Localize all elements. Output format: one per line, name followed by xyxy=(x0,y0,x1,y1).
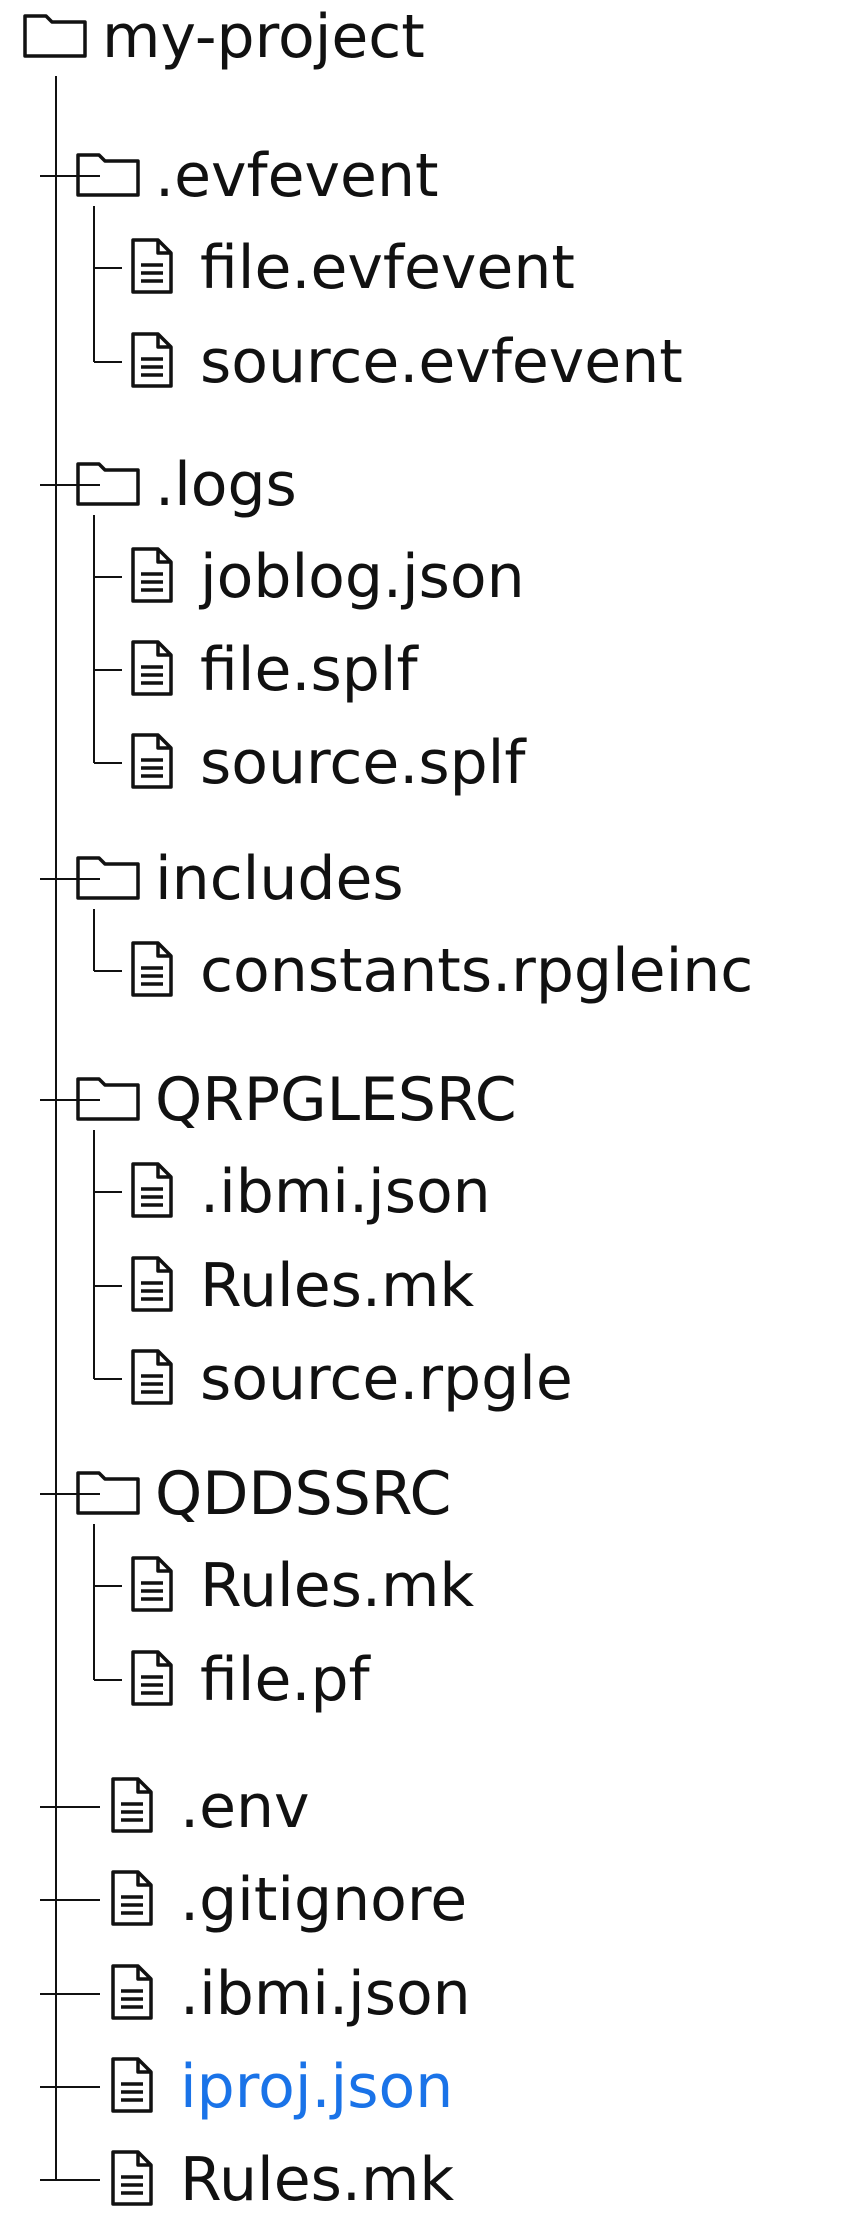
tree-connector-stub xyxy=(94,361,122,363)
tree-file[interactable]: .gitignore xyxy=(108,1860,467,1940)
file-name: Rules.mk xyxy=(200,1551,475,1621)
file-icon xyxy=(108,1869,156,1931)
file-name: .ibmi.json xyxy=(180,1959,471,2029)
tree-connector-stub xyxy=(40,1806,100,1808)
folder-icon xyxy=(75,150,141,202)
folder-name: .evfevent xyxy=(155,141,439,211)
tree-connector-stub xyxy=(40,484,100,486)
file-icon xyxy=(108,1963,156,2025)
file-name: file.splf xyxy=(200,635,418,705)
file-icon xyxy=(128,1161,176,1223)
file-icon xyxy=(108,2149,156,2211)
file-name: Rules.mk xyxy=(200,1251,475,1321)
file-name: .ibmi.json xyxy=(200,1157,491,1227)
tree-connector-trunk xyxy=(93,909,95,971)
tree-file[interactable]: Rules.mk xyxy=(108,2140,454,2220)
tree-file[interactable]: Rules.mk xyxy=(128,1246,474,1326)
tree-connector-stub xyxy=(94,970,122,972)
tree-connector-stub xyxy=(40,1899,100,1901)
folder-name: .logs xyxy=(155,450,297,520)
tree-file[interactable]: source.evfevent xyxy=(128,322,683,402)
file-name: Rules.mk xyxy=(180,2145,455,2215)
file-name: .env xyxy=(180,1772,310,1842)
tree-file[interactable]: constants.rpgleinc xyxy=(128,931,753,1011)
tree-connector-trunk xyxy=(93,1524,95,1680)
file-icon xyxy=(128,732,176,794)
folder-icon xyxy=(22,11,88,63)
file-icon xyxy=(128,1255,176,1317)
tree-folder[interactable]: my-project xyxy=(22,0,425,77)
tree-connector-stub xyxy=(94,1679,122,1681)
tree-connector-stub xyxy=(40,1099,100,1101)
tree-connector-stub xyxy=(94,762,122,764)
file-icon xyxy=(128,1555,176,1617)
tree-connector-stub xyxy=(40,175,100,177)
tree-connector-trunk xyxy=(93,515,95,763)
file-icon xyxy=(128,546,176,608)
tree-connector-trunk xyxy=(55,76,57,2180)
tree-folder[interactable]: .logs xyxy=(75,445,297,525)
tree-file[interactable]: Rules.mk xyxy=(128,1546,474,1626)
file-icon xyxy=(128,639,176,701)
folder-icon xyxy=(75,1074,141,1126)
file-icon xyxy=(128,237,176,299)
tree-file[interactable]: file.evfevent xyxy=(128,228,575,308)
file-name: file.pf xyxy=(200,1645,370,1715)
tree-file[interactable]: file.splf xyxy=(128,630,418,710)
tree-file[interactable]: .ibmi.json xyxy=(128,1152,491,1232)
tree-connector-trunk xyxy=(93,1130,95,1379)
file-name: constants.rpgleinc xyxy=(200,936,754,1006)
tree-file[interactable]: iproj.json xyxy=(108,2047,453,2127)
tree-connector-stub xyxy=(94,1378,122,1380)
tree-connector-stub xyxy=(94,576,122,578)
file-icon xyxy=(128,1649,176,1711)
file-name: file.evfevent xyxy=(200,233,575,303)
file-name: source.splf xyxy=(200,728,526,798)
folder-name: includes xyxy=(155,844,404,914)
tree-connector-stub xyxy=(94,1585,122,1587)
tree-connector-stub xyxy=(94,669,122,671)
tree-file[interactable]: file.pf xyxy=(128,1640,370,1720)
tree-file[interactable]: .ibmi.json xyxy=(108,1954,471,2034)
folder-icon xyxy=(75,1468,141,1520)
tree-file[interactable]: source.rpgle xyxy=(128,1339,573,1419)
folder-icon xyxy=(75,459,141,511)
file-icon xyxy=(108,2056,156,2118)
tree-connector-stub xyxy=(40,1993,100,1995)
tree-connector-stub xyxy=(40,878,100,880)
folder-name: my-project xyxy=(102,2,425,72)
tree-folder[interactable]: QRPGLESRC xyxy=(75,1060,517,1140)
tree-connector-stub xyxy=(40,2179,100,2181)
file-name: iproj.json xyxy=(180,2052,454,2122)
tree-folder[interactable]: QDDSSRC xyxy=(75,1454,451,1534)
tree-file[interactable]: joblog.json xyxy=(128,537,525,617)
file-name: source.rpgle xyxy=(200,1344,573,1414)
file-icon xyxy=(108,1776,156,1838)
tree-folder[interactable]: .evfevent xyxy=(75,136,439,216)
folder-name: QDDSSRC xyxy=(155,1459,452,1529)
tree-file[interactable]: source.splf xyxy=(128,723,525,803)
tree-connector-stub xyxy=(94,1191,122,1193)
tree-file[interactable]: .env xyxy=(108,1767,310,1847)
file-icon xyxy=(128,331,176,393)
file-name: .gitignore xyxy=(180,1865,468,1935)
folder-icon xyxy=(75,853,141,905)
tree-connector-stub xyxy=(94,1285,122,1287)
file-name: source.evfevent xyxy=(200,327,683,397)
folder-name: QRPGLESRC xyxy=(155,1065,517,1135)
tree-connector-trunk xyxy=(93,206,95,362)
tree-folder[interactable]: includes xyxy=(75,839,404,919)
file-icon xyxy=(128,1348,176,1410)
file-icon xyxy=(128,940,176,1002)
tree-connector-stub xyxy=(40,1493,100,1495)
tree-connector-stub xyxy=(94,267,122,269)
tree-connector-stub xyxy=(40,2086,100,2088)
file-name: joblog.json xyxy=(200,542,525,612)
